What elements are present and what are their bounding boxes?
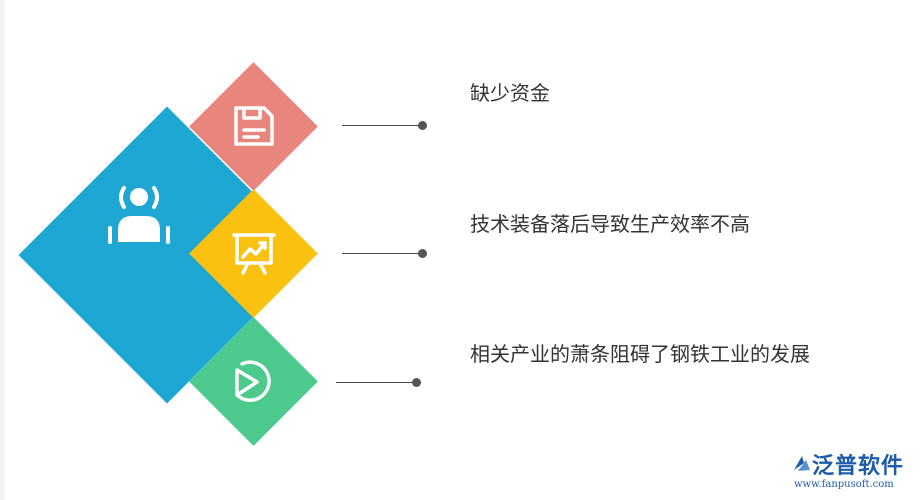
pie-chart-icon [235,360,271,402]
chart-icon [232,233,276,275]
item-label-1: 缺少资金 [470,81,550,105]
item-label-3: 相关产业的萧条阻碍了钢铁工业的发展 [470,342,810,366]
connector-dot-2 [418,249,427,258]
logo-mark-icon [794,456,810,471]
left-border [0,0,5,500]
brand-logo: 泛普软件 www.fanpusoft.com [792,452,917,496]
connector-line-1 [342,125,422,126]
save-icon [234,106,274,146]
connector-dot-1 [418,121,427,130]
item-label-2: 技术装备落后导致生产效率不高 [470,212,750,236]
logo-name: 泛普软件 [812,454,905,479]
person-icon [108,186,170,244]
connector-dot-3 [412,378,421,387]
connector-line-3 [336,382,416,383]
connector-line-2 [342,253,422,254]
logo-url: www.fanpusoft.com [794,479,894,490]
